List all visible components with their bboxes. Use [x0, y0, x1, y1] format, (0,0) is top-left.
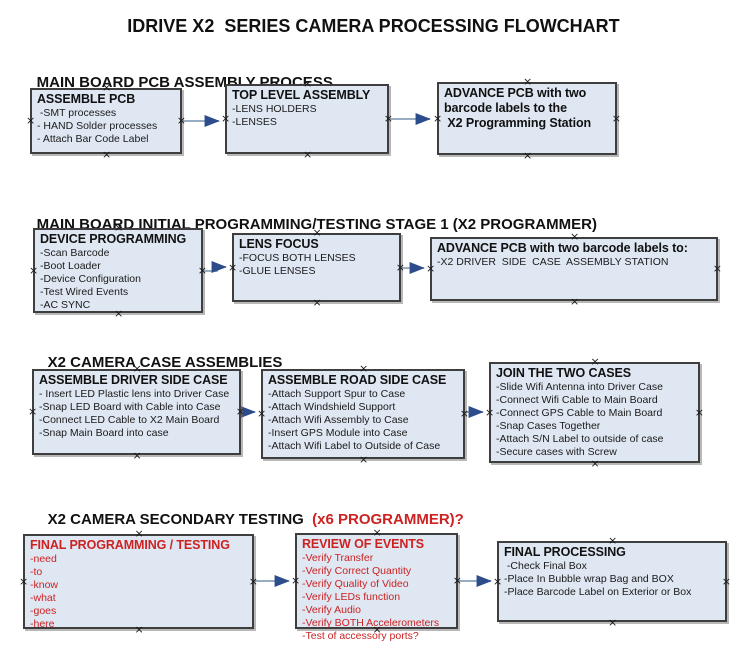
box-item: -Snap Main Board into case — [39, 427, 169, 439]
flow-arrow — [203, 261, 227, 273]
box-item: -Insert GPS Module into Case — [268, 427, 408, 439]
flow-box-join-the-two-cases: JOIN THE TWO CASES -Slide Wifi Antenna i… — [489, 362, 700, 463]
box-title: ADVANCE PCB with two barcode labels to: — [437, 241, 688, 255]
box-item: -Device Configuration — [40, 273, 141, 285]
box-item: -Attach Wifi Assembly to Case — [268, 414, 409, 426]
box-item: -Connect LED Cable to X2 Main Board — [39, 414, 220, 426]
section-header-text: MAIN BOARD INITIAL PROGRAMMING/TESTING S… — [36, 216, 597, 233]
box-item: -Verify LEDs function — [302, 591, 401, 603]
box-item: -GLUE LENSES — [239, 265, 316, 277]
box-item: -Verify Transfer — [302, 552, 374, 564]
box-item: -Check Final Box — [504, 560, 587, 572]
box-item: -FOCUS BOTH LENSES — [239, 252, 356, 264]
section-header-case-assemblies: X2 CAMERA CASE ASSEMBLIES — [31, 337, 283, 388]
flow-box-assemble-pcb: ASSEMBLE PCB -SMT processes - HAND Solde… — [30, 88, 182, 154]
box-item: -Verify BOTH Accelerometers — [302, 617, 440, 629]
box-item: -Secure cases with Screw — [496, 446, 617, 458]
box-item: -to — [30, 566, 43, 578]
box-item: -LENS HOLDERS — [232, 103, 317, 115]
flow-box-review-of-events: REVIEW OF EVENTS -Verify Transfer -Verif… — [295, 533, 458, 642]
box-item: -Verify Quality of Video — [302, 578, 409, 590]
section-header-initial-programming: MAIN BOARD INITIAL PROGRAMMING/TESTING S… — [20, 199, 597, 250]
box-title: TOP LEVEL ASSEMBLY — [232, 88, 371, 102]
box-item: -Attach Support Spur to Case — [268, 388, 406, 400]
box-item: -SMT processes — [37, 107, 117, 119]
box-item: -Snap LED Board with Cable into Case — [39, 401, 221, 413]
box-item: -LENSES — [232, 116, 277, 128]
box-item: - Insert LED Plastic lens into Driver Ca… — [39, 388, 230, 400]
box-item: -Connect GPS Cable to Main Board — [496, 407, 663, 419]
section-header-text: X2 CAMERA CASE ASSEMBLIES — [47, 354, 283, 371]
box-item: -Verify Audio — [302, 604, 361, 616]
box-title: ASSEMBLE DRIVER SIDE CASE — [39, 373, 228, 387]
box-title: REVIEW OF EVENTS — [302, 537, 425, 551]
box-title: FINAL PROGRAMMING / TESTING — [30, 538, 230, 552]
flow-box-final-processing: FINAL PROCESSING -Check Final Box -Place… — [497, 541, 727, 622]
flow-box-assemble-road-side-case: ASSEMBLE ROAD SIDE CASE -Attach Support … — [261, 369, 465, 459]
section-header-text: X2 CAMERA SECONDARY TESTING — [47, 511, 308, 528]
box-item: -Slide Wifi Antenna into Driver Case — [496, 381, 663, 393]
box-item: -goes — [30, 605, 57, 617]
section-header-secondary-testing: X2 CAMERA SECONDARY TESTING (x6 PROGRAMM… — [31, 494, 464, 545]
box-item: -Test Wired Events — [40, 286, 129, 298]
box-item: -here — [30, 618, 55, 630]
box-title: ADVANCE PCB with two barcode labels to t… — [444, 86, 592, 130]
box-item: -know — [30, 579, 59, 591]
box-item: -Connect Wifi Cable to Main Board — [496, 394, 658, 406]
flow-box-top-level-assembly: TOP LEVEL ASSEMBLY -LENS HOLDERS -LENSES — [225, 84, 389, 154]
box-item: -Snap Cases Together — [496, 420, 601, 432]
flow-box-lens-focus: LENS FOCUS -FOCUS BOTH LENSES -GLUE LENS… — [232, 233, 401, 302]
box-item: -Attach S/N Label to outside of case — [496, 433, 664, 445]
flow-box-final-programming-testing: FINAL PROGRAMMING / TESTING -need -to -k… — [23, 534, 254, 630]
box-item: -what — [30, 592, 56, 604]
box-item: -Scan Barcode — [40, 247, 110, 259]
box-item: -Place Barcode Label on Exterior or Box — [504, 586, 692, 598]
flow-box-advance-pcb-driver-side-station: ADVANCE PCB with two barcode labels to: … — [430, 237, 718, 301]
box-item: -Verify Correct Quantity — [302, 565, 412, 577]
box-item: -X2 DRIVER SIDE CASE ASSEMBLY STATION — [437, 256, 669, 268]
box-item: -Attach Wifi Label to Outside of Case — [268, 440, 441, 452]
box-item: - Attach Bar Code Label — [37, 133, 149, 145]
flow-box-advance-pcb-programming-station: ADVANCE PCB with two barcode labels to t… — [437, 82, 617, 155]
box-title: DEVICE PROGRAMMING — [40, 232, 187, 246]
flow-box-assemble-driver-side-case: ASSEMBLE DRIVER SIDE CASE - Insert LED P… — [32, 369, 241, 455]
section-header-red-text: (x6 PROGRAMMER)? — [307, 511, 464, 528]
flow-box-device-programming: DEVICE PROGRAMMING -Scan Barcode -Boot L… — [33, 228, 203, 313]
box-title: FINAL PROCESSING — [504, 545, 626, 559]
box-item: - HAND Solder processes — [37, 120, 158, 132]
box-item: -Attach Windshield Support — [268, 401, 396, 413]
page-title: IDRIVE X2 SERIES CAMERA PROCESSING FLOWC… — [127, 16, 620, 36]
box-item: -Place In Bubble wrap Bag and BOX — [504, 573, 674, 585]
box-title: ASSEMBLE ROAD SIDE CASE — [268, 373, 447, 387]
box-title: LENS FOCUS — [239, 237, 319, 251]
box-title: JOIN THE TWO CASES — [496, 366, 632, 380]
box-title: ASSEMBLE PCB — [37, 92, 136, 106]
box-item: -Boot Loader — [40, 260, 101, 272]
box-item: -Test of accessory ports? — [302, 630, 419, 642]
box-item: -AC SYNC — [40, 299, 91, 311]
box-item: -need — [30, 553, 57, 565]
